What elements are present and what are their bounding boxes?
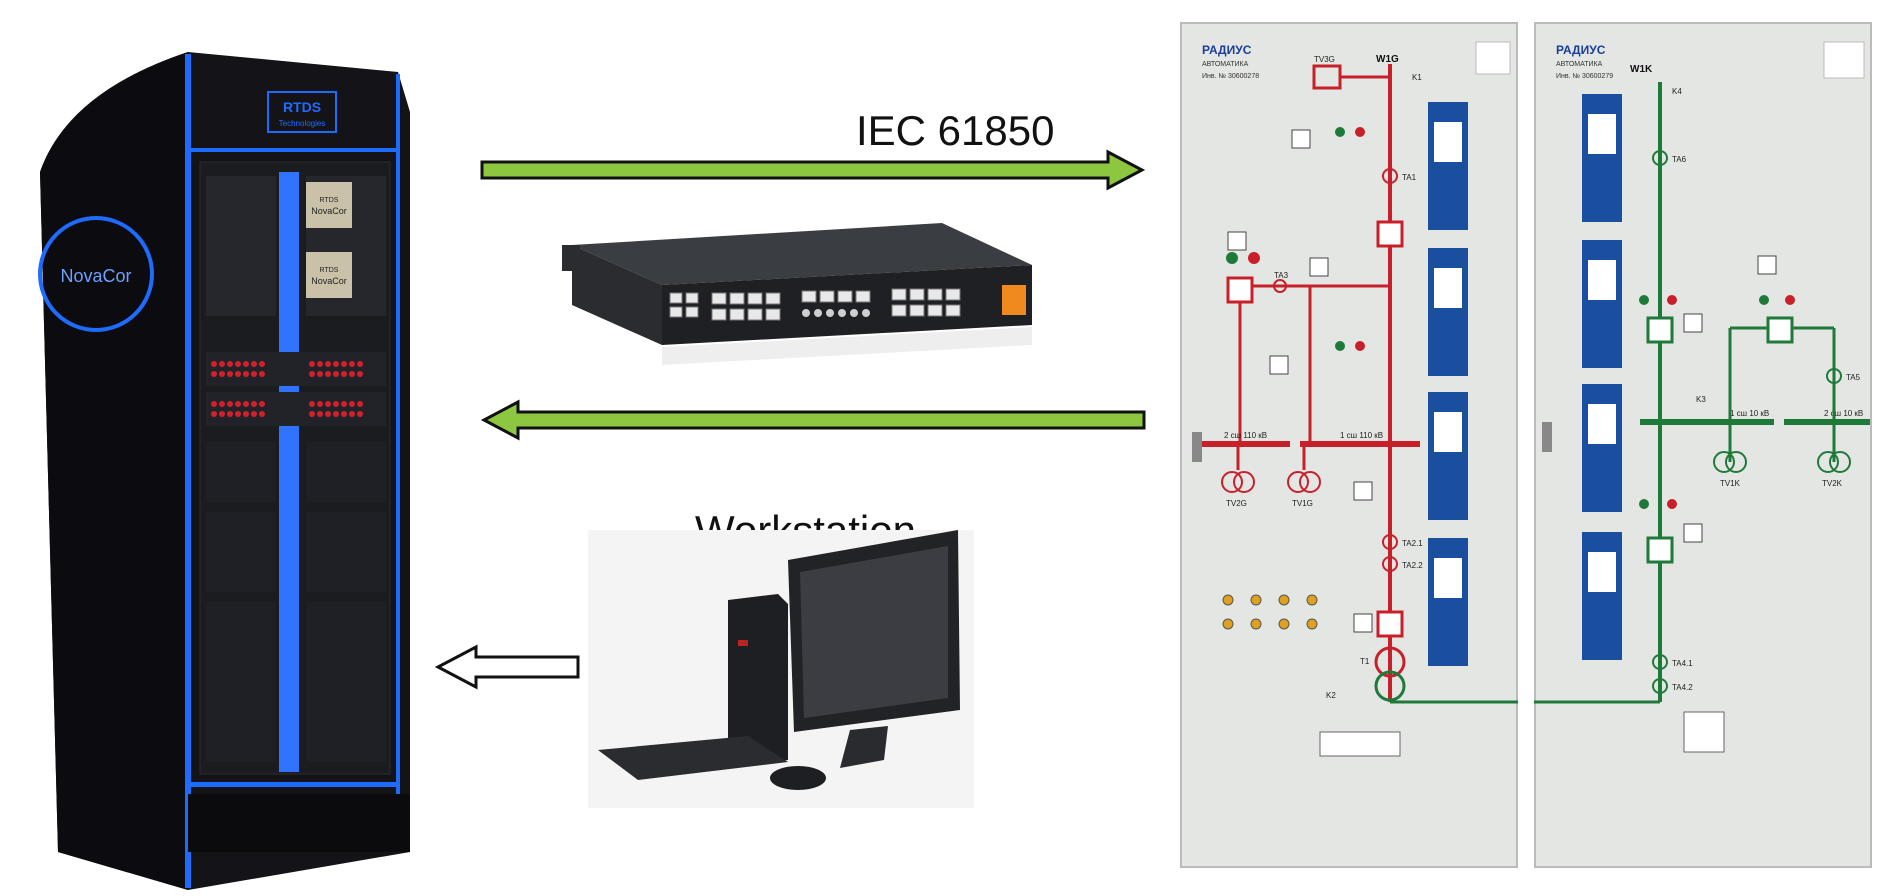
panel1-logo: РАДИУС (1202, 43, 1252, 57)
panel2-logo: РАДИУС (1556, 43, 1606, 57)
svg-text:K1: K1 (1412, 73, 1422, 82)
novacor-side-logo: NovaCor (60, 266, 131, 286)
arrow-left-workstation (434, 644, 580, 690)
rtds-io-panels (206, 352, 386, 426)
rtds-screen-1 (306, 182, 352, 228)
arrow-left-feedback (480, 399, 1146, 441)
panel2-relays (1582, 94, 1622, 660)
novacor-ring (38, 216, 154, 332)
panel2-inventory: Инв. № 30600279 (1556, 73, 1613, 80)
rtds-screen-2 (306, 252, 352, 298)
svg-text:RTDS: RTDS (320, 197, 339, 204)
rtds-logo: RTDS (283, 99, 321, 115)
svg-text:1 сш 10 кВ: 1 сш 10 кВ (1730, 409, 1769, 418)
svg-text:T1: T1 (1360, 657, 1370, 666)
svg-text:NovaCor: NovaCor (311, 276, 347, 286)
svg-text:TA2.2: TA2.2 (1402, 561, 1423, 570)
svg-text:TA6: TA6 (1672, 155, 1687, 164)
svg-text:TA3: TA3 (1274, 271, 1289, 280)
svg-text:NovaCor: NovaCor (311, 206, 347, 216)
rtds-logo-badge (267, 91, 337, 133)
panel1-inventory: Инв. № 30600278 (1202, 73, 1259, 80)
svg-text:TA1: TA1 (1402, 173, 1417, 182)
svg-text:K4: K4 (1672, 87, 1682, 96)
protocol-label: IEC 61850 (856, 107, 1055, 154)
svg-text:K2: K2 (1326, 691, 1336, 700)
svg-text:1 сш 110 кВ: 1 сш 110 кВ (1340, 431, 1383, 440)
svg-text:2 сш 10 кВ: 2 сш 10 кВ (1824, 409, 1863, 418)
switch-power-terminal (1002, 285, 1026, 315)
svg-text:W1G: W1G (1376, 54, 1399, 65)
relay-panel-110kv: РАДИУС АВТОМАТИКА Инв. № 30600278 W1G K1… (1180, 22, 1518, 868)
rtds-novacor-cabinet: NovaCor RTDS Technologies RTDS NovaCor R… (38, 52, 410, 890)
arrow-right-iec61850 (480, 149, 1146, 191)
panel1-relays (1428, 102, 1468, 666)
svg-text:TV2K: TV2K (1822, 479, 1843, 488)
panel2-nameplate (1823, 41, 1865, 79)
svg-text:2 сш 110 кВ: 2 сш 110 кВ (1224, 431, 1267, 440)
rtds-logo-sub: Technologies (279, 119, 326, 128)
svg-text:АВТОМАТИКА: АВТОМАТИКА (1202, 61, 1249, 68)
panel1-nameplate (1475, 41, 1511, 75)
svg-text:TA5: TA5 (1846, 373, 1861, 382)
svg-text:TA2.1: TA2.1 (1402, 539, 1423, 548)
workstation-computer (588, 530, 974, 808)
svg-text:TV1G: TV1G (1292, 499, 1313, 508)
svg-text:W1K: W1K (1630, 64, 1653, 75)
svg-text:АВТОМАТИКА: АВТОМАТИКА (1556, 61, 1603, 68)
svg-text:TA4.1: TA4.1 (1672, 659, 1693, 668)
svg-text:K3: K3 (1696, 395, 1706, 404)
svg-text:TV3G: TV3G (1314, 55, 1335, 64)
relay-panel-10kv: РАДИУС АВТОМАТИКА Инв. № 30600279 W1K K4… (1534, 22, 1872, 868)
svg-text:TV2G: TV2G (1226, 499, 1247, 508)
ethernet-switch (562, 223, 1032, 365)
svg-text:TV1K: TV1K (1720, 479, 1741, 488)
svg-text:TA4.2: TA4.2 (1672, 683, 1693, 692)
svg-text:RTDS: RTDS (320, 267, 339, 274)
